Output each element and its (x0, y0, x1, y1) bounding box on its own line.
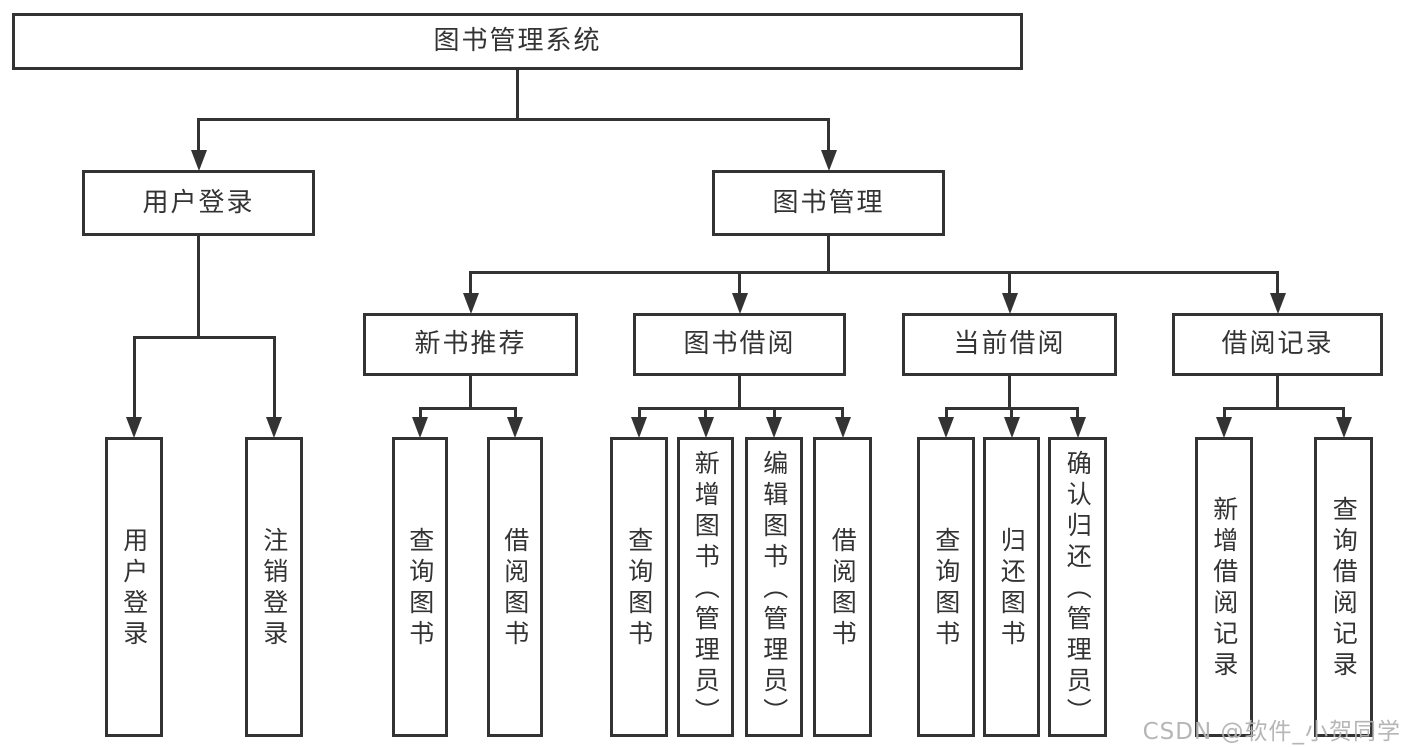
node-root: 图书管理系统 (12, 13, 1023, 70)
connector-line (1008, 271, 1011, 296)
connector-line (827, 118, 830, 153)
arrowhead-icon (462, 293, 479, 314)
arrowhead-icon (1003, 417, 1020, 438)
connector-line (1222, 407, 1226, 420)
node-leaf-br-query-record: 查询借阅记录 (1314, 437, 1373, 737)
arrowhead-icon (1216, 417, 1232, 438)
node-leaf-nb-borrow-book: 借阅图书 (487, 437, 543, 737)
arrowhead-icon (938, 417, 954, 438)
connector-line (637, 407, 641, 420)
connector-line (1222, 407, 1345, 410)
arrowhead-icon (412, 417, 428, 438)
arrowhead-icon (266, 417, 282, 438)
node-leaf-bb-borrow-book: 借阅图书 (813, 437, 872, 737)
arrowhead-icon (126, 417, 142, 438)
arrowhead-icon (190, 150, 207, 171)
connector-line (469, 271, 472, 296)
connector-line (1276, 271, 1279, 296)
node-leaf-bb-edit-book: 编辑图书（管理员） (745, 437, 803, 737)
node-leaf-bb-add-book: 新增图书（管理员） (677, 437, 734, 737)
node-cat-book-borrow: 图书借阅 (633, 313, 846, 376)
node-leaf-user-login: 用户登录 (105, 437, 163, 737)
connector-line (469, 271, 1279, 274)
node-leaf-logout: 注销登录 (245, 437, 303, 737)
connector-line (516, 70, 519, 121)
connector-line (469, 376, 472, 410)
node-cat-borrow-record: 借阅记录 (1172, 313, 1383, 376)
arrowhead-icon (631, 417, 647, 438)
node-leaf-nb-query-book: 查询图书 (392, 437, 448, 737)
node-cat-new-book: 新书推荐 (363, 313, 578, 376)
connector-line (197, 236, 200, 339)
arrowhead-icon (697, 417, 714, 438)
connector-line (418, 407, 422, 420)
connector-line (827, 236, 830, 274)
connector-line (272, 336, 276, 420)
connector-line (197, 118, 200, 153)
connector-line (132, 336, 136, 420)
arrowhead-icon (820, 150, 837, 171)
arrowhead-icon (507, 417, 523, 438)
node-grp-book-mgmt: 图书管理 (712, 170, 945, 236)
node-cat-current-borrow: 当前借阅 (902, 313, 1117, 376)
node-leaf-bb-query-book: 查询图书 (610, 437, 668, 737)
arrowhead-icon (1335, 417, 1352, 438)
node-grp-user-login: 用户登录 (82, 170, 315, 236)
arrowhead-icon (731, 293, 748, 314)
connector-line (704, 407, 707, 420)
node-leaf-br-add-record: 新增借阅记录 (1195, 437, 1253, 737)
connector-line (841, 407, 844, 420)
connector-line (1276, 376, 1279, 410)
connector-line (738, 271, 741, 296)
connector-line (513, 407, 517, 420)
connector-line (637, 407, 844, 410)
connector-line (132, 336, 276, 339)
arrowhead-icon (766, 417, 782, 438)
arrowhead-icon (1069, 417, 1086, 438)
connector-line (1342, 407, 1345, 420)
arrowhead-icon (1269, 293, 1286, 314)
connector-line (772, 407, 776, 420)
arrowhead-icon (834, 417, 851, 438)
arrowhead-icon (1001, 293, 1018, 314)
connector-line (1010, 407, 1013, 420)
connector-line (197, 118, 830, 121)
connector-line (418, 407, 517, 410)
connector-line (944, 407, 948, 420)
connector-line (738, 376, 741, 410)
connector-line (1008, 376, 1011, 410)
csdn-watermark: CSDN @软件_小贺同学 (1142, 719, 1401, 745)
node-leaf-cb-confirm-return: 确认归还（管理员） (1048, 437, 1107, 737)
connector-line (1076, 407, 1079, 420)
node-leaf-cb-return-book: 归还图书 (983, 437, 1040, 737)
node-leaf-cb-query-book: 查询图书 (917, 437, 975, 737)
